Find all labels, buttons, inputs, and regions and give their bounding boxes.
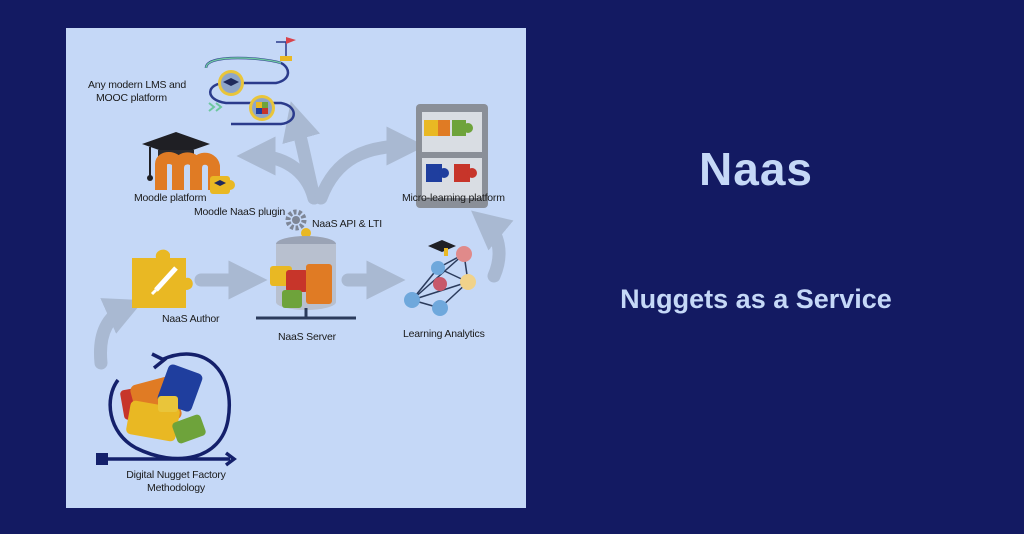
page-subtitle: Nuggets as a Service xyxy=(620,284,892,314)
naas-author-puzzle-icon xyxy=(132,249,193,308)
plugin-puzzle-icon xyxy=(210,176,235,194)
nugget-factory-icon xyxy=(96,352,237,467)
moodle-logo-icon xyxy=(142,132,235,194)
lms-label-line2: MOOC platform xyxy=(96,92,167,104)
arrow-server-to-lms xyxy=(282,101,321,205)
factory-label-line2: Methodology xyxy=(147,482,205,494)
plugin-label: Moodle NaaS plugin xyxy=(194,206,285,218)
author-label: NaaS Author xyxy=(162,313,220,325)
arrow-factory-to-author xyxy=(93,298,144,370)
arrow-server-to-micro xyxy=(314,126,426,205)
server-label: NaaS Server xyxy=(278,331,336,343)
diagram-graphics xyxy=(93,37,514,467)
api-label: NaaS API & LTI xyxy=(312,218,382,230)
page-title: Naas xyxy=(699,143,813,195)
lms-label-line1: Any modern LMS and xyxy=(88,79,186,91)
lms-path-icon xyxy=(204,37,296,126)
database-icon xyxy=(256,236,356,320)
micro-learning-label: Micro-learning platform xyxy=(402,192,505,204)
cycle-arrow-icon xyxy=(108,352,231,461)
flag-icon xyxy=(286,37,296,44)
flow-arrows xyxy=(93,101,514,370)
arrow-analytics-to-micro xyxy=(471,210,514,283)
network-icon xyxy=(404,240,476,316)
moodle-label: Moodle platform xyxy=(134,192,207,204)
micro-learning-icon xyxy=(416,104,488,208)
analytics-label: Learning Analytics xyxy=(403,328,485,340)
gear-icon xyxy=(285,209,311,238)
naas-diagram-panel: Any modern LMS and MOOC platform Moodle … xyxy=(66,28,526,508)
analytics-cap-icon xyxy=(428,240,456,252)
factory-label-line1: Digital Nugget Factory xyxy=(126,469,226,481)
